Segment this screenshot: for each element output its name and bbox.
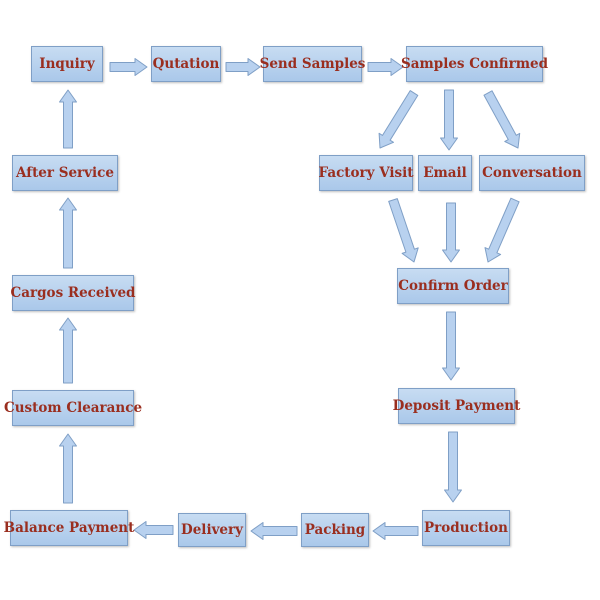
- arrow-quotation-to-send-samples: [225, 58, 261, 76]
- node-quotation: Qutation: [151, 46, 221, 82]
- node-label-factory-visit: Factory Visit: [318, 165, 414, 181]
- node-label-inquiry: Inquiry: [39, 56, 95, 72]
- arrow-confirm-order-to-deposit-payment: [442, 311, 460, 381]
- arrow-inquiry-to-quotation: [109, 58, 148, 76]
- node-factory-visit: Factory Visit: [318, 155, 414, 191]
- node-samples-confirmed: Samples Confirmed: [401, 46, 548, 82]
- node-confirm-order: Confirm Order: [397, 268, 509, 304]
- node-label-conversation: Conversation: [482, 165, 582, 181]
- node-label-send-samples: Send Samples: [259, 56, 366, 72]
- arrow-deposit-payment-to-production: [444, 431, 462, 503]
- node-label-production: Production: [424, 520, 508, 536]
- arrow-samples-confirmed-to-factory-visit: [378, 90, 419, 149]
- node-cargos-received: Cargos Received: [10, 275, 136, 311]
- arrow-packing-to-delivery: [250, 522, 298, 540]
- arrow-balance-payment-to-custom-clearance: [59, 433, 77, 504]
- node-delivery: Delivery: [178, 513, 246, 547]
- arrow-samples-confirmed-to-conversation: [483, 90, 521, 149]
- node-after-service: After Service: [12, 155, 118, 191]
- arrow-custom-clearance-to-cargos-received: [59, 317, 77, 384]
- arrow-after-service-to-inquiry: [59, 89, 77, 149]
- node-send-samples: Send Samples: [260, 46, 365, 82]
- arrow-production-to-packing: [372, 522, 419, 540]
- arrow-conversation-to-confirm-order: [484, 197, 520, 263]
- arrow-delivery-to-balance-payment: [133, 521, 174, 539]
- node-label-delivery: Delivery: [181, 522, 243, 538]
- node-label-deposit-payment: Deposit Payment: [392, 398, 521, 414]
- node-email: Email: [418, 155, 472, 191]
- node-label-cargos-received: Cargos Received: [10, 285, 136, 301]
- arrow-cargos-received-to-after-service: [59, 197, 77, 269]
- node-label-balance-payment: Balance Payment: [3, 520, 135, 536]
- node-label-after-service: After Service: [16, 165, 114, 181]
- arrow-send-samples-to-samples-confirmed: [367, 58, 404, 76]
- node-label-confirm-order: Confirm Order: [398, 278, 508, 294]
- node-packing: Packing: [301, 513, 369, 547]
- node-label-packing: Packing: [304, 522, 366, 538]
- arrow-samples-confirmed-to-email: [440, 89, 458, 151]
- node-label-custom-clearance: Custom Clearance: [3, 400, 143, 416]
- node-deposit-payment: Deposit Payment: [393, 388, 520, 424]
- node-conversation: Conversation: [479, 155, 585, 191]
- node-label-samples-confirmed: Samples Confirmed: [400, 56, 549, 72]
- node-custom-clearance: Custom Clearance: [4, 390, 142, 426]
- node-label-quotation: Qutation: [152, 56, 220, 72]
- arrow-email-to-confirm-order: [442, 202, 460, 263]
- node-label-email: Email: [423, 165, 467, 181]
- arrow-factory-visit-to-confirm-order: [388, 198, 419, 263]
- node-production: Production: [422, 510, 510, 546]
- node-balance-payment: Balance Payment: [4, 510, 134, 546]
- node-inquiry: Inquiry: [31, 46, 103, 82]
